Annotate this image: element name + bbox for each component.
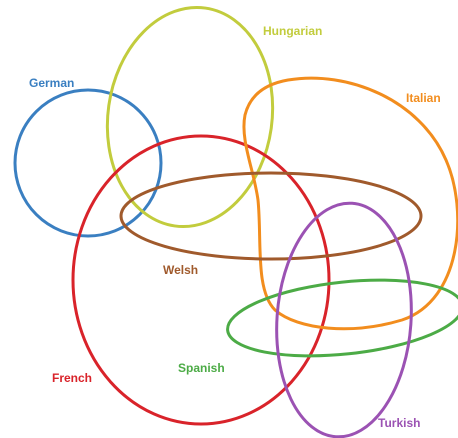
hungarian-set-shape: [105, 5, 275, 229]
welsh-label: Welsh: [163, 263, 198, 277]
spanish-label: Spanish: [178, 361, 225, 375]
french-set-shape: [71, 134, 331, 426]
turkish-set-shape: [275, 201, 413, 438]
italian-set-shape: [242, 76, 458, 331]
welsh-set-shape: [119, 171, 423, 261]
italian-label: Italian: [406, 91, 441, 105]
french-label: French: [52, 371, 92, 385]
turkish-label: Turkish: [378, 416, 420, 430]
hungarian-label: Hungarian: [263, 24, 322, 38]
spanish-set-shape: [226, 278, 458, 358]
german-label: German: [29, 76, 74, 90]
german-set-shape: [13, 88, 163, 238]
